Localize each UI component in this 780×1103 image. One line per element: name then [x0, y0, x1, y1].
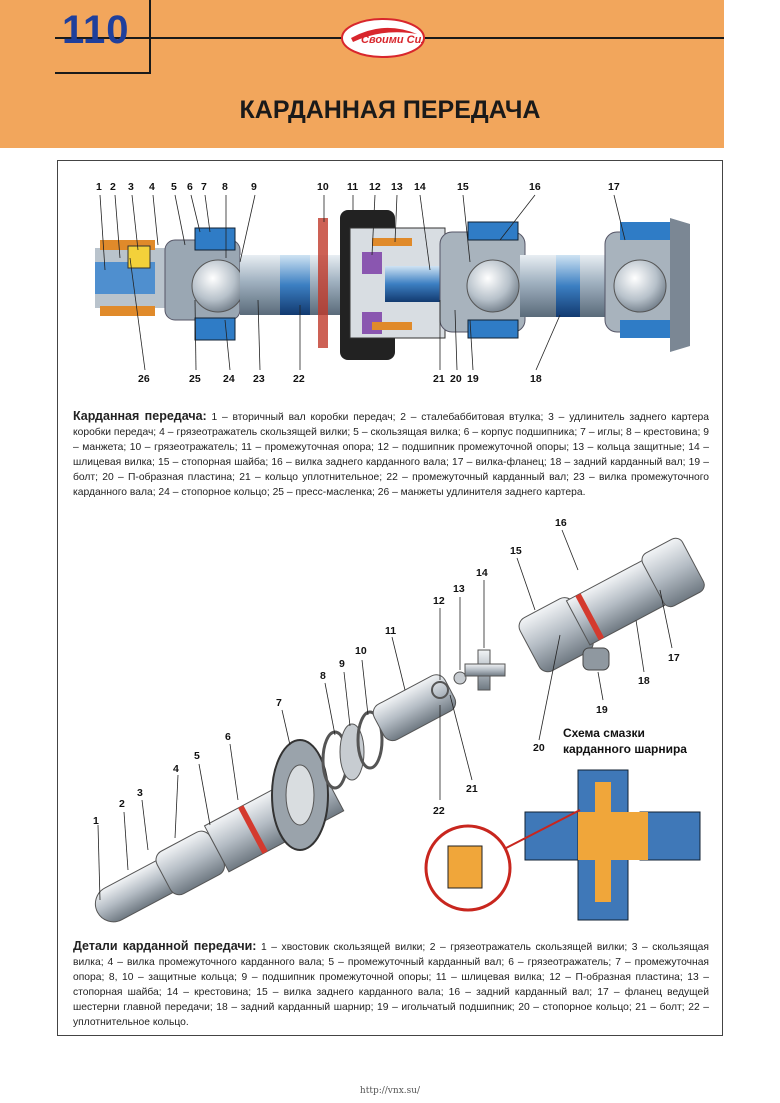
fig1-label-11: 11: [347, 181, 359, 193]
fig2-label-16: 16: [555, 517, 567, 529]
fig1-label-6: 6: [187, 181, 193, 193]
caption-assembly-heading: Карданная передача:: [73, 409, 207, 423]
fig1-label-26: 26: [138, 373, 150, 385]
fig1-label-7: 7: [201, 181, 207, 193]
fig1-label-24: 24: [223, 373, 235, 385]
logo: Своими Силами: [341, 18, 425, 58]
fig1-label-13: 13: [391, 181, 403, 193]
fig1-label-21: 21: [433, 373, 445, 385]
fig1-label-1: 1: [96, 181, 102, 193]
fig1-label-25: 25: [189, 373, 201, 385]
fig2-label-18: 18: [638, 675, 650, 687]
fig2-label-19: 19: [596, 704, 608, 716]
fig1-label-12: 12: [369, 181, 381, 193]
footer-url: http://vnx.su/: [359, 1086, 421, 1096]
fig2-label-5: 5: [194, 750, 200, 762]
caption-parts: Детали карданной передачи: 1 – хвостовик…: [73, 939, 709, 1030]
fig2-label-8: 8: [320, 670, 326, 682]
fig1-label-19: 19: [467, 373, 479, 385]
fig2-label-22: 22: [433, 805, 445, 817]
fig2-label-1: 1: [93, 815, 99, 827]
fig1-label-23: 23: [253, 373, 265, 385]
fig1-label-3: 3: [128, 181, 134, 193]
logo-text: Своими Силами: [361, 34, 425, 46]
caption-parts-text: 1 – хвостовик скользящей вилки; 2 – гряз…: [73, 942, 709, 1028]
fig2-label-10: 10: [355, 645, 367, 657]
fig1-label-15: 15: [457, 181, 469, 193]
fig1-label-14: 14: [414, 181, 426, 193]
caption-parts-heading: Детали карданной передачи:: [73, 939, 257, 953]
fig1-label-4: 4: [149, 181, 155, 193]
fig1-label-16: 16: [529, 181, 541, 193]
fig2-label-3: 3: [137, 787, 143, 799]
cardan-assembly-figure: [95, 194, 690, 371]
fig1-label-17: 17: [608, 181, 620, 193]
caption-assembly: Карданная передача: 1 – вторичный вал ко…: [73, 409, 709, 500]
fig2-label-11: 11: [385, 625, 397, 637]
fig2-label-20: 20: [533, 742, 545, 754]
fig1-label-2: 2: [110, 181, 116, 193]
page-number: 110: [62, 8, 130, 52]
fig2-label-15: 15: [510, 545, 522, 557]
fig1-label-8: 8: [222, 181, 228, 193]
fig2-label-9: 9: [339, 658, 345, 670]
fig2-label-17: 17: [668, 652, 680, 664]
content-frame: [57, 160, 723, 1036]
fig2-label-7: 7: [276, 697, 282, 709]
lubrication-scheme-title: Схема смазки карданного шарнира: [563, 726, 687, 756]
fig1-label-9: 9: [251, 181, 257, 193]
fig2-label-14: 14: [476, 567, 488, 579]
fig2-label-13: 13: [453, 583, 465, 595]
fig2-label-21: 21: [466, 783, 478, 795]
cardan-parts-figure: [94, 529, 705, 923]
fig1-label-18: 18: [530, 373, 542, 385]
fig2-label-4: 4: [173, 763, 179, 775]
fig1-label-20: 20: [450, 373, 462, 385]
fig2-label-2: 2: [119, 798, 125, 810]
caption-assembly-text: 1 – вторичный вал коробки передач; 2 – с…: [73, 412, 709, 498]
page-title: КАРДАННАЯ ПЕРЕДАЧА: [239, 96, 541, 124]
fig1-label-10: 10: [317, 181, 329, 193]
fig1-label-22: 22: [293, 373, 305, 385]
fig1-label-5: 5: [171, 181, 177, 193]
fig2-label-12: 12: [433, 595, 445, 607]
fig2-label-6: 6: [225, 731, 231, 743]
